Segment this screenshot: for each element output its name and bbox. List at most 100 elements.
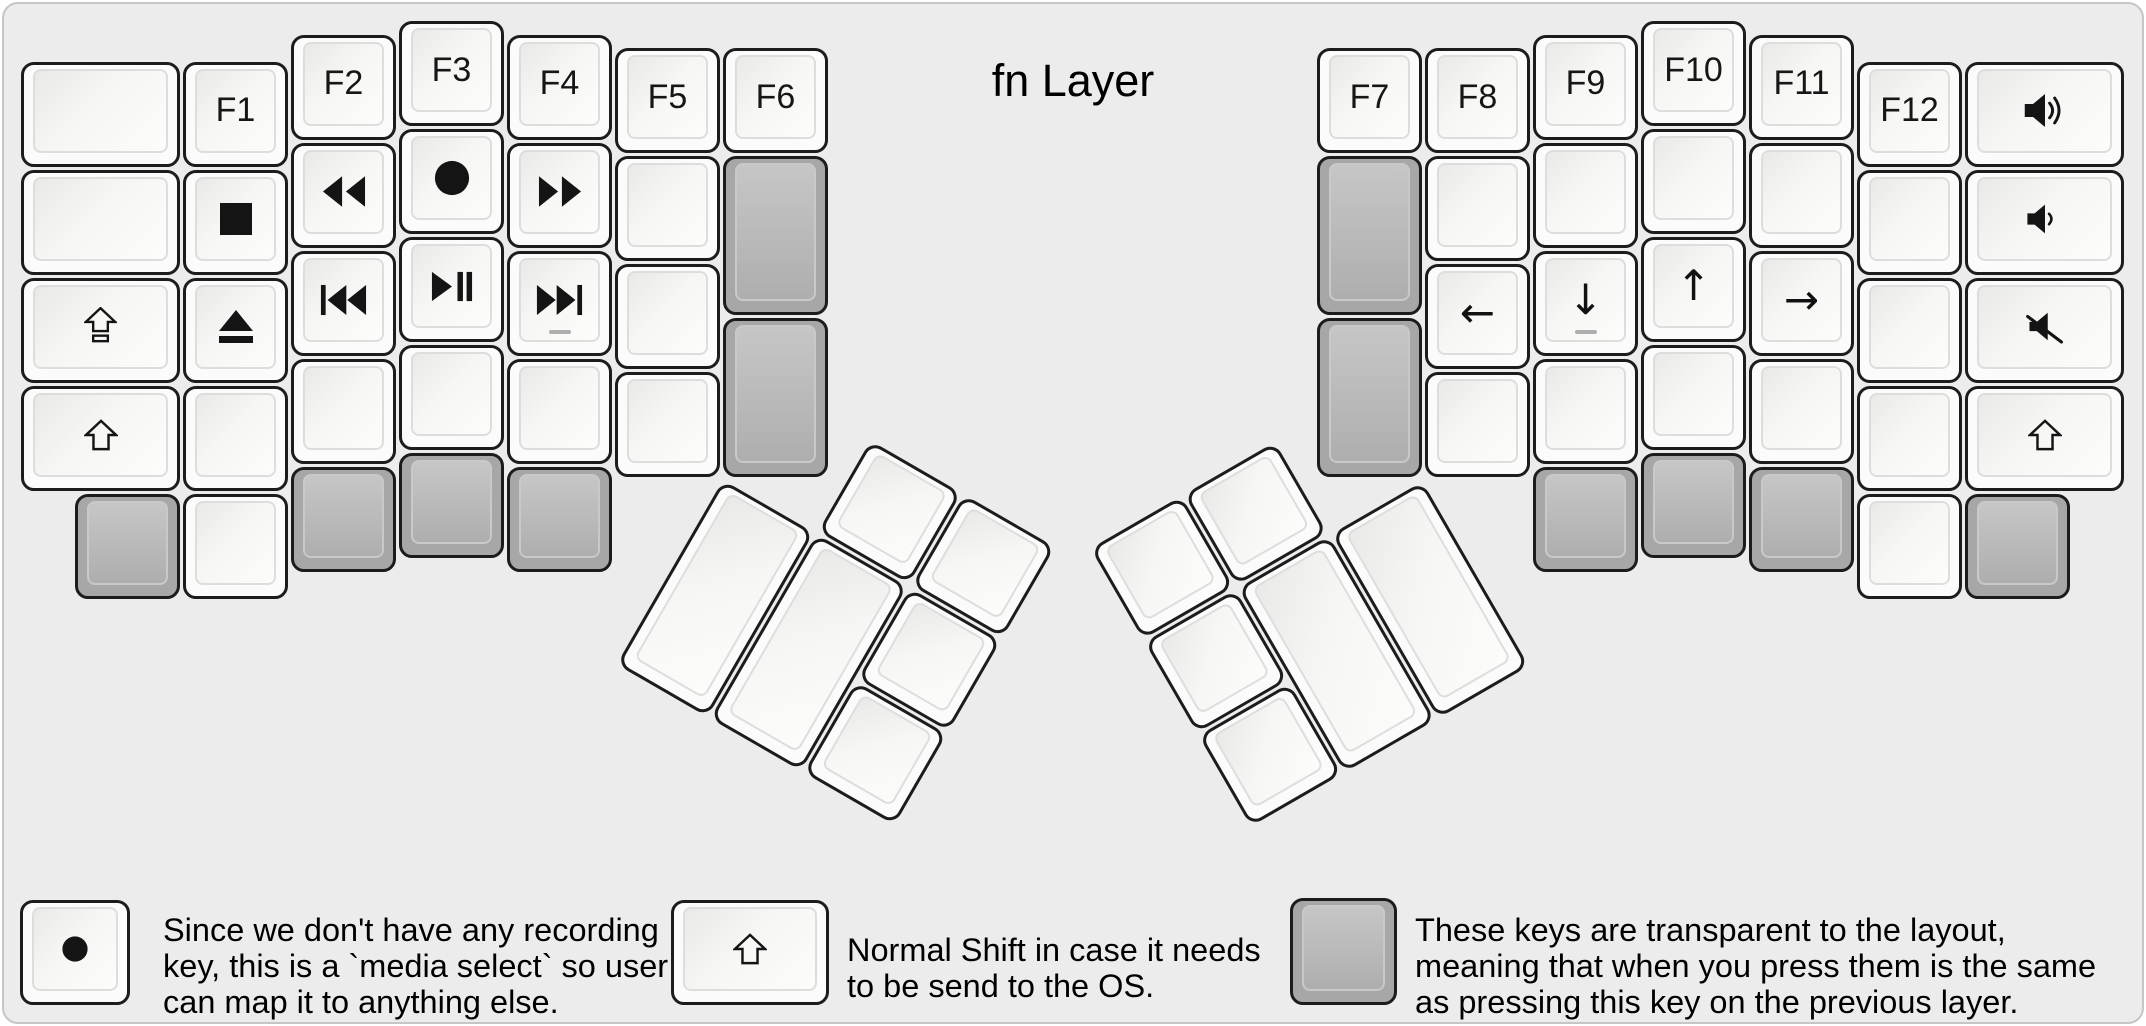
key-transparent[interactable]	[1965, 493, 2070, 599]
key-blank[interactable]	[615, 264, 720, 369]
keycap-top	[33, 284, 168, 369]
key-f8[interactable]: F8	[1425, 48, 1530, 153]
keycap-top	[1761, 149, 1842, 234]
keycap-top	[627, 379, 708, 463]
key-record[interactable]	[399, 129, 504, 234]
key-blank[interactable]	[21, 61, 180, 167]
keycap-top: ↓	[1545, 257, 1626, 342]
keycap-top	[519, 473, 600, 558]
key-blank[interactable]	[1425, 372, 1530, 477]
key-f7[interactable]: F7	[1317, 48, 1422, 153]
keycap-top	[1197, 454, 1310, 568]
keycap-top: F12	[1869, 68, 1950, 153]
key-transparent[interactable]	[1317, 318, 1422, 477]
keycap-top	[195, 176, 276, 261]
key-arrow-up[interactable]: ↑	[1641, 237, 1746, 342]
key-label: F10	[1664, 50, 1723, 89]
key-play-pause[interactable]	[399, 237, 504, 342]
key-transparent[interactable]	[75, 493, 180, 599]
keycap-top	[1869, 176, 1950, 261]
key-label: F12	[1880, 91, 1939, 129]
key-blank[interactable]	[1857, 385, 1962, 491]
key-blank[interactable]	[399, 345, 504, 450]
key-f3[interactable]: F3	[399, 21, 504, 126]
key-shift-right[interactable]	[1965, 385, 2124, 491]
key-blank[interactable]	[1857, 277, 1962, 383]
key-transparent[interactable]	[399, 453, 504, 558]
key-fast-forward[interactable]	[507, 142, 612, 248]
key-label: F4	[539, 64, 580, 102]
key-eject[interactable]	[183, 277, 288, 383]
keycap-top	[1437, 379, 1518, 463]
keycap-top	[1869, 284, 1950, 369]
key-blank[interactable]	[1857, 493, 1962, 599]
key-transparent[interactable]	[1749, 466, 1854, 572]
key-f2[interactable]: F2	[291, 34, 396, 140]
shift-icon	[83, 418, 118, 451]
key-f10[interactable]: F10	[1641, 21, 1746, 126]
key-f11[interactable]: F11	[1749, 34, 1854, 140]
keycap-top: F1	[195, 68, 276, 153]
keycap-top: F8	[1437, 55, 1518, 139]
keycap-top	[1869, 500, 1950, 585]
key-blank[interactable]	[183, 385, 288, 491]
key-blank[interactable]	[1641, 345, 1746, 450]
record-icon	[433, 159, 471, 197]
key-f5[interactable]: F5	[615, 48, 720, 153]
keycap-top	[1437, 163, 1518, 247]
arrow-right-icon: →	[1783, 274, 1820, 324]
key-transparent[interactable]	[291, 466, 396, 572]
key-transparent[interactable]	[723, 318, 828, 477]
key-blank[interactable]	[291, 358, 396, 464]
key-transparent[interactable]	[1641, 453, 1746, 558]
volume-up-icon	[2022, 92, 2068, 129]
key-arrow-down[interactable]: ↓	[1533, 250, 1638, 356]
keycap-top	[195, 392, 276, 477]
keycap-top	[1653, 352, 1734, 436]
key-volume-down[interactable]	[1965, 169, 2124, 275]
key-blank[interactable]	[1857, 169, 1962, 275]
key-arrow-right[interactable]: →	[1749, 250, 1854, 356]
key-transparent[interactable]	[1533, 466, 1638, 572]
key-blank[interactable]	[21, 169, 180, 275]
key-blank[interactable]	[615, 372, 720, 477]
key-f1[interactable]: F1	[183, 61, 288, 167]
key-prev-track[interactable]	[291, 250, 396, 356]
key-blank[interactable]	[1533, 142, 1638, 248]
key-f9[interactable]: F9	[1533, 34, 1638, 140]
key-blank[interactable]	[507, 358, 612, 464]
keycap-top	[1545, 365, 1626, 450]
key-f4[interactable]: F4	[507, 34, 612, 140]
key-rewind[interactable]	[291, 142, 396, 248]
key-blank[interactable]	[615, 156, 720, 261]
key-transparent[interactable]	[1317, 156, 1422, 315]
key-stop[interactable]	[183, 169, 288, 275]
keycap-top	[1653, 136, 1734, 220]
key-f6[interactable]: F6	[723, 48, 828, 153]
key-f12[interactable]: F12	[1857, 61, 1962, 167]
key-shift-left[interactable]	[21, 385, 180, 491]
keycap-top	[303, 149, 384, 234]
keycap-top: F7	[1329, 55, 1410, 139]
key-mute[interactable]	[1965, 277, 2124, 383]
key-transparent[interactable]	[723, 156, 828, 315]
key-label: F11	[1773, 64, 1830, 102]
key-blank[interactable]	[1749, 358, 1854, 464]
key-blank[interactable]	[1749, 142, 1854, 248]
keycap-top	[1869, 392, 1950, 477]
key-arrow-left[interactable]: ←	[1425, 264, 1530, 369]
key-caps-shift[interactable]	[21, 277, 180, 383]
key-blank[interactable]	[183, 493, 288, 599]
key-volume-up[interactable]	[1965, 61, 2124, 167]
volume-down-icon	[2025, 203, 2065, 235]
key-next-track[interactable]	[507, 250, 612, 356]
key-transparent[interactable]	[507, 466, 612, 572]
keycap-top	[1302, 905, 1385, 991]
keycap-top: F5	[627, 55, 708, 139]
key-blank[interactable]	[1641, 129, 1746, 234]
key-blank[interactable]	[1425, 156, 1530, 261]
keycap-top	[411, 136, 492, 220]
key-blank[interactable]	[1533, 358, 1638, 464]
key-label: F8	[1457, 77, 1498, 116]
fast-forward-icon	[538, 175, 582, 208]
